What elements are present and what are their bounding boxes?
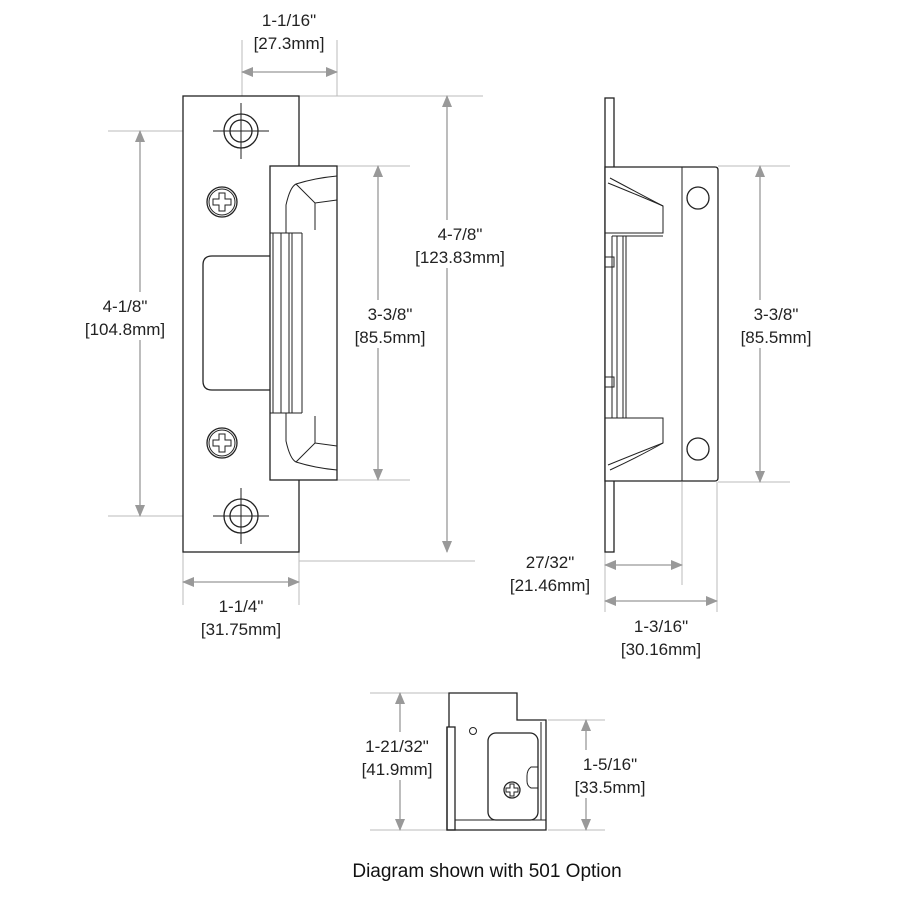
dim-bottom-body-height-metric: [33.5mm] — [575, 778, 646, 797]
dim-plate-width-metric: [31.75mm] — [201, 620, 281, 639]
bottom-body — [446, 692, 547, 831]
dim-bottom-body-height-imperial: 1-5/16" — [583, 755, 637, 774]
side-view: 3-3/8" [85.5mm] 27/32" [21.46mm] 1-3/16"… — [510, 97, 822, 659]
diagram-caption: Diagram shown with 501 Option — [352, 861, 621, 882]
dim-side-body-height-imperial: 3-3/8" — [754, 305, 799, 324]
keeper-top-cap — [285, 175, 338, 233]
keeper-bottom-cap — [285, 413, 338, 471]
mounting-hole-bottom — [213, 488, 269, 544]
side-hole — [686, 437, 710, 461]
dim-bottom-height-metric: [41.9mm] — [362, 760, 433, 779]
dim-bottom-height-imperial: 1-21/32" — [365, 737, 429, 756]
dim-top-width-metric: [27.3mm] — [254, 34, 325, 53]
dim-front-body-height-metric: [85.5mm] — [355, 328, 426, 347]
dim-hole-spacing-imperial: 4-1/8" — [103, 297, 148, 316]
dim-body-depth-imperial: 27/32" — [526, 553, 575, 572]
bottom-view: 1-21/32" [41.9mm] 1-5/16" [33.5mm] — [355, 692, 657, 831]
mounting-hole-top — [213, 103, 269, 159]
dim-overall-height-metric: [123.83mm] — [415, 248, 505, 267]
dim-top-width-imperial: 1-1/16" — [262, 11, 316, 30]
side-hole — [686, 186, 710, 210]
front-view: 1-1/16" [27.3mm] 4-1/8" [104.8mm] 3-3/8"… — [80, 11, 515, 639]
dim-overall-height-imperial: 4-7/8" — [438, 225, 483, 244]
dim-overall-depth-metric: [30.16mm] — [621, 640, 701, 659]
dim-front-body-height-imperial: 3-3/8" — [368, 305, 413, 324]
side-keeper — [604, 177, 664, 471]
dim-plate-width-imperial: 1-1/4" — [219, 597, 264, 616]
bottom-cover — [487, 732, 539, 821]
screw-icon — [206, 186, 238, 218]
side-body — [604, 166, 719, 482]
screw-icon — [503, 781, 521, 799]
dim-overall-depth-imperial: 1-3/16" — [634, 617, 688, 636]
dim-hole-spacing-metric: [104.8mm] — [85, 320, 165, 339]
extension-lines — [370, 692, 605, 831]
keeper-cutout — [202, 255, 270, 391]
screw-icon — [206, 427, 238, 459]
dim-body-depth-metric: [21.46mm] — [510, 576, 590, 595]
strike-body — [269, 165, 338, 481]
dim-side-body-height-metric: [85.5mm] — [741, 328, 812, 347]
